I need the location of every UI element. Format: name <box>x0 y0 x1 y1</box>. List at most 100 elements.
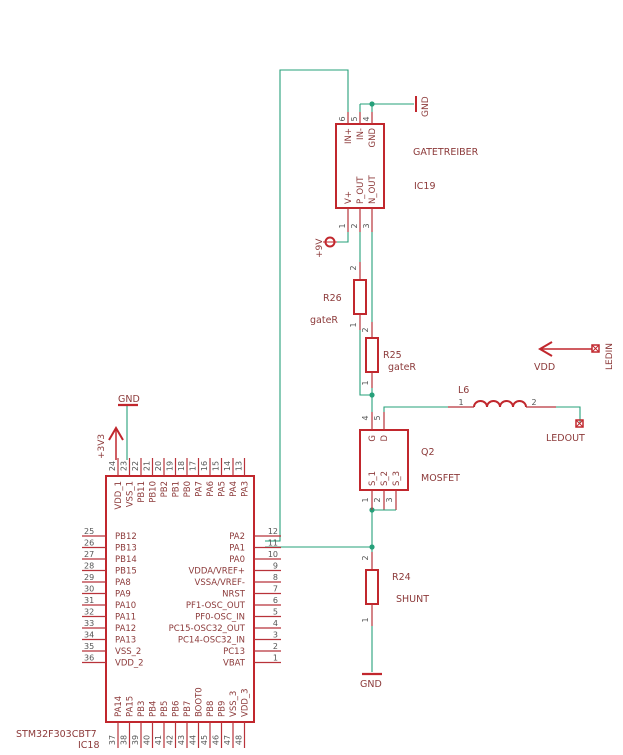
gatedriver-ic19[interactable]: 6 5 4 IN+ IN- GND V+ P_OUT N_OUT 1 2 3 G… <box>335 112 479 232</box>
mcu-pin-number: 20 <box>154 461 163 471</box>
mcu-pin-label: PA13 <box>115 636 136 646</box>
mcu-pin-label: VSS_2 <box>115 647 141 657</box>
mcu-pin-number: 41 <box>154 735 163 745</box>
pin-number: 1 <box>361 380 370 385</box>
mcu-pin-label: PA15 <box>126 696 136 717</box>
pin-number: 4 <box>361 415 370 420</box>
mcu-pin-label: PA4 <box>229 481 239 497</box>
mcu-pin-number: 4 <box>273 619 278 628</box>
mcu-pin-number: 36 <box>84 654 94 663</box>
gnd-symbol-mcu: GND <box>118 394 140 407</box>
mcu-pin-number: 34 <box>84 631 94 640</box>
mcu-pin-number: 23 <box>120 461 129 471</box>
pin-number: 1 <box>338 223 347 228</box>
q2-ref: Q2 <box>421 447 435 458</box>
wire-pa1-to-gatedriver-in <box>265 69 349 542</box>
mcu-pin-number: 40 <box>143 735 152 745</box>
r24-ref: R24 <box>392 572 411 583</box>
gatedriver-name: GATETREIBER <box>413 147 479 158</box>
wire-l6-to-ledout <box>556 406 581 423</box>
pin-label-in-plus: IN+ <box>344 128 354 144</box>
wire-drain-to-l6 <box>383 406 448 412</box>
mcu-pin-number: 30 <box>84 585 94 594</box>
l6-ref: L6 <box>458 385 469 396</box>
mcu-pin-label: PA3 <box>241 481 251 497</box>
mcu-pin-number: 42 <box>166 735 175 745</box>
pin-label-in-minus: IN- <box>356 128 366 140</box>
r24-value: SHUNT <box>396 594 429 605</box>
mcu-pin-label: PB4 <box>149 701 159 717</box>
mcu-pin-number: 22 <box>131 461 140 471</box>
junction-dot <box>369 392 375 398</box>
mcu-pin-label: PB6 <box>172 701 182 717</box>
mosfet-q2[interactable]: 4 5 G D S_1 S_2 S_3 1 2 3 Q2 MOSFET <box>359 412 460 511</box>
mcu-pin-label: PC15-OSC32_OUT <box>169 624 246 634</box>
resistor-body <box>353 279 367 315</box>
ledin-label: LEDIN <box>605 343 615 370</box>
mcu-pin-number: 21 <box>143 461 152 471</box>
gnd-symbol-bottom: GND <box>360 672 382 690</box>
mcu-pin-number: 35 <box>84 642 94 651</box>
mcu-pin-number: 8 <box>273 573 278 582</box>
mcu-pin-label: VDD_2 <box>115 659 144 669</box>
pin-number: 3 <box>362 223 371 228</box>
mcu-pin-label: PB8 <box>206 701 216 717</box>
pin-number: 1 <box>361 497 370 502</box>
mcu-pin-label: PA2 <box>229 532 245 542</box>
pin-label-g: G <box>368 435 378 442</box>
pad-cross <box>575 419 584 428</box>
mcu-pin-number: 46 <box>212 735 221 745</box>
gnd-label: GND <box>360 679 382 690</box>
mcu-pin-label: PB11 <box>137 481 147 503</box>
mcu-pin-number: 48 <box>235 735 244 745</box>
pin-number: 2 <box>361 555 370 560</box>
junction-dot <box>369 101 375 107</box>
mcu-pin-number: 14 <box>223 461 232 471</box>
mcu-pin-label: PA10 <box>115 601 136 611</box>
plus3v3-symbol: +3V3 <box>97 426 124 460</box>
pin-number: 5 <box>350 116 359 121</box>
gatedriver-ref: IC19 <box>414 181 436 192</box>
mcu-pin-number: 43 <box>177 735 186 745</box>
mcu-pin-label: PA9 <box>115 590 131 600</box>
pin-number: 6 <box>338 116 347 121</box>
mcu-pin-label: PB9 <box>218 701 228 717</box>
gnd-label: GND <box>118 394 140 405</box>
mcu-pin-label: PB3 <box>137 701 147 717</box>
mcu-pin-number: 2 <box>273 642 278 651</box>
mcu-pin-label: PF0-OSC_IN <box>195 613 245 623</box>
pin-number: 1 <box>349 322 358 327</box>
mcu-pin-label: PB5 <box>160 701 170 717</box>
inductor-coil-icon <box>473 400 527 408</box>
mcu-name: STM32F303CBT7 <box>16 729 97 740</box>
mcu-pin-number: 13 <box>235 461 244 471</box>
mcu-pin-label: VBAT <box>223 659 246 669</box>
resistor-r24[interactable]: 2 1 R24 SHUNT <box>361 552 429 626</box>
pin-number: 5 <box>373 415 382 420</box>
pin-number: 2 <box>373 497 382 502</box>
mcu-pin-number: 31 <box>84 596 94 605</box>
mcu-pin-number: 1 <box>273 654 278 663</box>
mcu-pin-label: VSSA/VREF- <box>195 578 246 588</box>
mcu-pin-number: 39 <box>131 735 140 745</box>
mcu-pin-number: 15 <box>212 461 221 471</box>
pin-label-s2: S_2 <box>380 471 390 486</box>
mcu-pin-number: 29 <box>84 573 94 582</box>
mcu-pin-number: 11 <box>268 539 278 548</box>
mcu-pin-number: 38 <box>120 735 129 745</box>
mcu-pin-label: PB2 <box>160 481 170 497</box>
mcu-ic18[interactable]: 24VDD_123VSS_122PB1121PB1020PB219PB118PB… <box>82 458 281 748</box>
r26-ref: R26 <box>323 293 342 304</box>
inductor-l6[interactable]: 1 2 L6 <box>448 385 556 408</box>
resistor-r26[interactable]: 2 1 R26 gateR <box>310 262 367 330</box>
mcu-pin-label: PB10 <box>149 481 159 503</box>
ledin-connector[interactable]: LEDIN <box>591 343 615 370</box>
mcu-pin-label: VDDA/VREF+ <box>188 567 245 577</box>
pin-label-pout: P_OUT <box>356 176 366 204</box>
connector-pad-icon <box>591 344 600 353</box>
pin-number: 1 <box>361 617 370 622</box>
r25-ref: R25 <box>383 350 402 361</box>
ledout-connector[interactable]: LEDOUT <box>546 419 585 444</box>
mcu-pin-label: PA6 <box>206 481 216 497</box>
resistor-r25[interactable]: 2 1 R25 gateR <box>361 322 416 388</box>
